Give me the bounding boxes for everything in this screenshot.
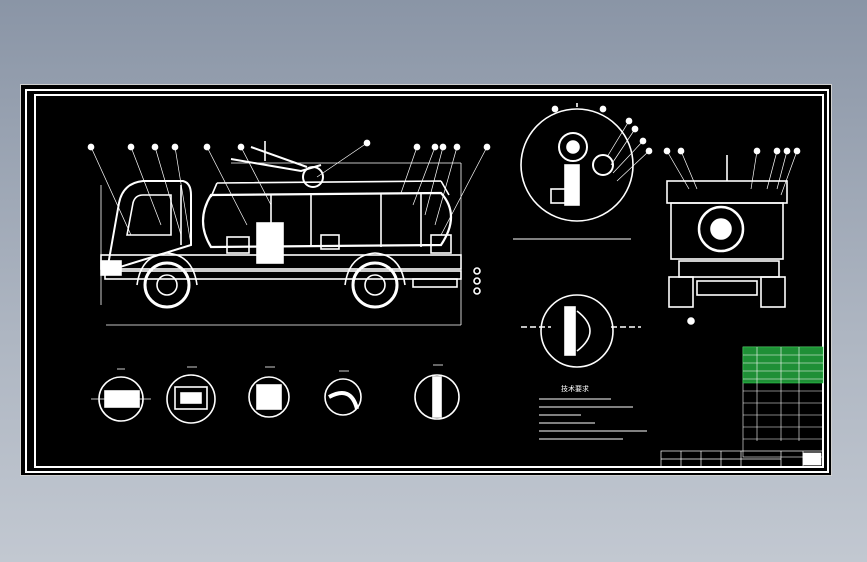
cad-drawing: 技术要求 bbox=[25, 89, 829, 473]
title-block bbox=[660, 450, 824, 468]
drawing-sheet: 技术要求 bbox=[20, 84, 832, 476]
section-views bbox=[91, 374, 460, 424]
part-balloons-side bbox=[87, 139, 491, 246]
part-balloons-rear bbox=[663, 147, 801, 196]
truck-side-view bbox=[100, 141, 481, 326]
section-labels bbox=[117, 364, 443, 372]
sheet-frame bbox=[25, 89, 829, 473]
notes-title: 技术要求 bbox=[561, 384, 589, 393]
parts-list-table bbox=[742, 346, 824, 458]
truck-rear-view bbox=[666, 155, 788, 325]
valve-detail-view bbox=[521, 294, 641, 368]
technical-notes: 技术要求 bbox=[539, 384, 647, 440]
part-balloons-pump bbox=[551, 105, 653, 182]
pump-detail-view bbox=[520, 103, 634, 222]
